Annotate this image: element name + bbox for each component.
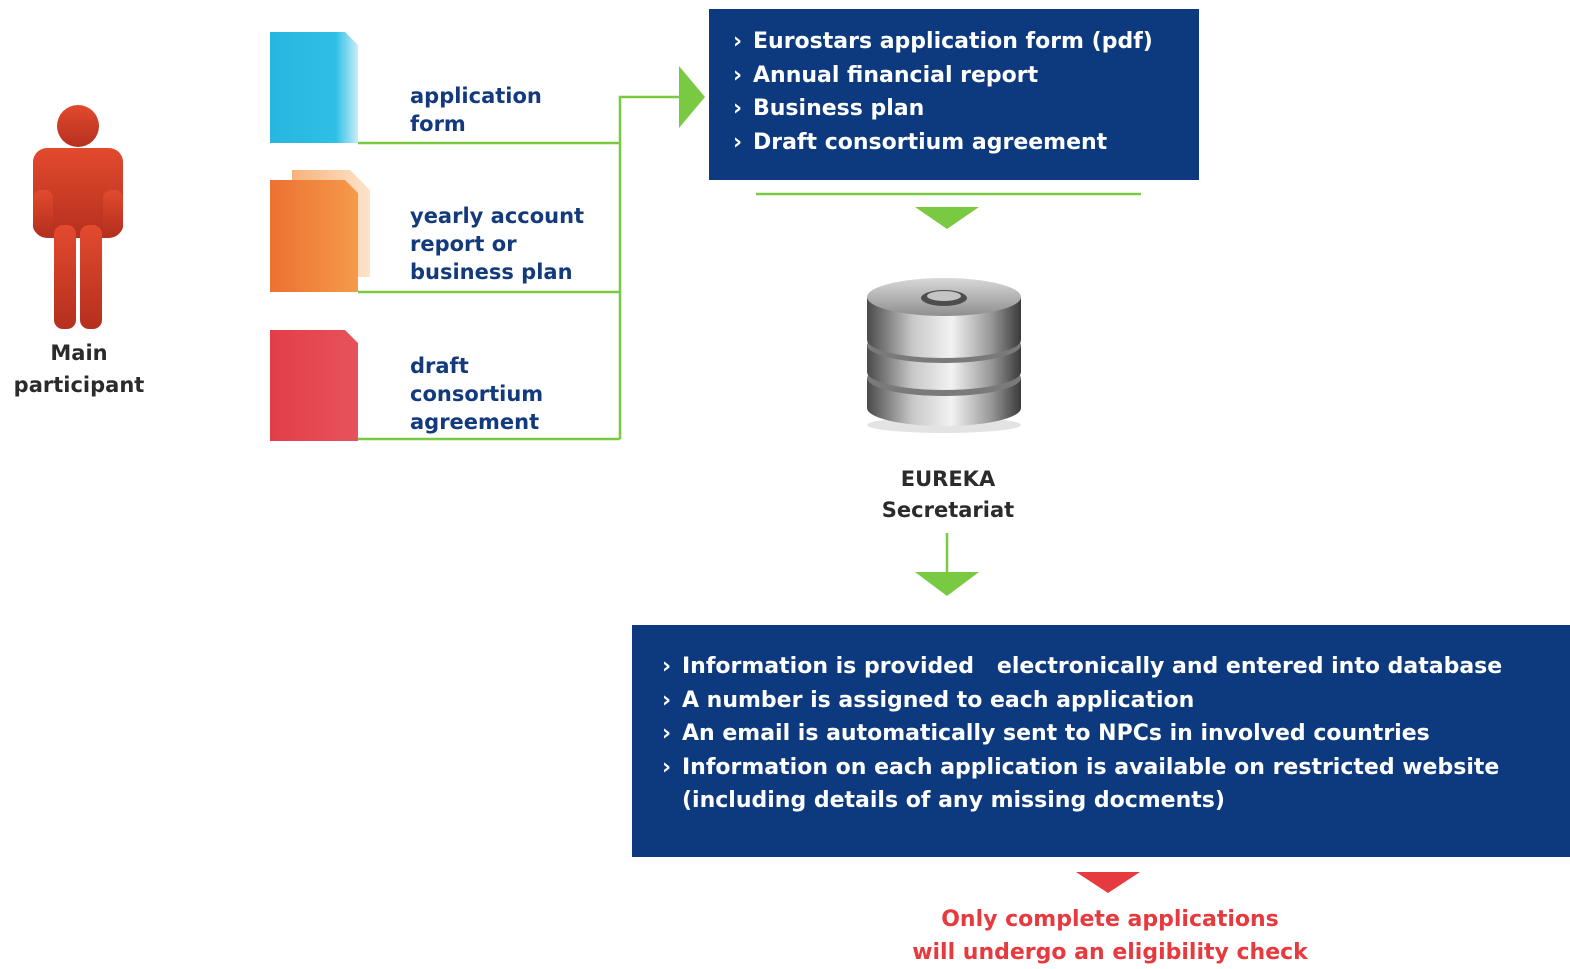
label-line: business plan [410,260,573,284]
list-item: › Draft consortium agreement [733,126,1199,160]
label-line: draft [410,354,469,378]
item-text: Information is provided electronically a… [682,654,1503,679]
document-label-consortium-agreement: draft consortium agreement [410,352,543,436]
chevron-icon: › [733,129,743,155]
list-item: › An email is automatically sent to NPCs … [662,717,1570,751]
processing-box: › Information is provided electronically … [632,625,1570,857]
secretariat-label: EUREKA Secretariat [848,464,1048,526]
list-item: › Information is provided electronically … [662,650,1570,684]
chevron-icon: › [733,96,743,121]
chevron-icon: › [733,62,743,88]
item-text: Eurostars application form (pdf) [753,29,1153,54]
database-icon [867,278,1021,433]
label-line: agreement [410,410,540,434]
label-line: consortium [410,382,544,406]
chevron-icon: › [662,721,672,746]
document-label-application-form: application form [410,82,542,138]
outcome-note-line1: Only complete applications [941,907,1279,932]
item-text: Annual financial report [753,62,1039,88]
secretariat-label-line2: Secretariat [881,498,1015,522]
person-icon [33,105,123,329]
submission-box: › Eurostars application form (pdf) › Annua… [709,9,1199,180]
arrow-down-icon [915,572,979,596]
documents-stack-icon [270,180,358,292]
list-item: › Business plan [733,92,1199,126]
actor-label: Main participant [0,337,158,401]
list-item-continuation: (including details of any missing docmen… [682,788,1225,813]
arrow-down-icon [915,207,979,229]
item-text: A number is assigned to each application [682,687,1195,713]
item-text: An email is automatically sent to NPCs i… [682,721,1430,746]
item-text: Draft consortium agreement [753,129,1108,155]
chevron-icon: › [733,29,743,54]
chevron-icon: › [662,754,672,780]
secretariat-label-line1: EUREKA [900,467,996,491]
chevron-icon: › [662,687,672,713]
label-line: form [410,112,466,136]
list-item: › A number is assigned to each applicatio… [662,684,1570,718]
document-icon [270,330,358,441]
document-icon [270,32,358,143]
label-line: yearly account [410,204,585,228]
document-label-yearly-account: yearly account report or business plan [410,202,584,286]
outcome-note: Only complete applications will undergo … [870,903,1350,969]
list-item: › Information on each application is avai… [662,751,1570,785]
label-line: application [410,84,542,108]
connector-lines [358,95,1141,572]
actor-label-line2: participant [13,373,145,397]
list-item: › Eurostars application form (pdf) [733,25,1199,59]
outcome-note-line2: will undergo an eligibility check [912,940,1308,965]
list-item: › Annual financial report [733,59,1199,93]
item-text: Business plan [753,96,925,121]
actor-label-line1: Main [50,341,108,365]
item-text: Information on each application is avail… [682,754,1500,780]
label-line: report or [410,232,517,256]
arrow-down-red-icon [1076,872,1140,893]
chevron-icon: › [662,654,672,679]
arrow-right-icon [679,66,705,128]
